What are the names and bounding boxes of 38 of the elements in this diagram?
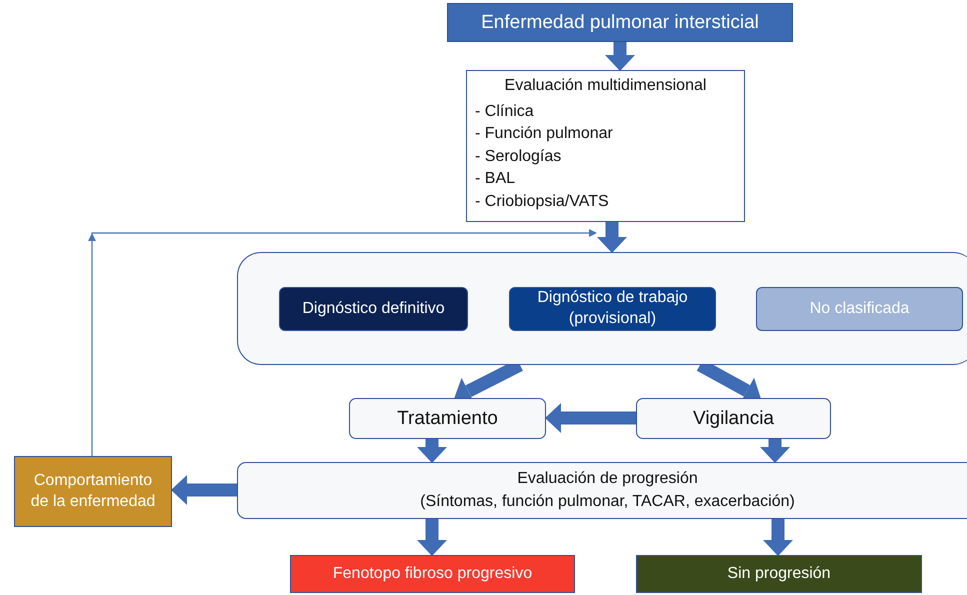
box-text: Evaluación de progresión [517,469,698,490]
box-text: Comportamiento de la enfermedad [30,470,156,512]
block-arrow [605,42,635,71]
category-box [756,287,963,331]
evaluation-box [466,70,745,222]
process-box [349,398,546,439]
list-item: - Serologías [475,146,562,167]
list-item: - BAL [475,169,516,190]
process-box [237,462,967,519]
group-panel [237,252,967,365]
box-text: Tratamiento [397,408,498,430]
box-text: Dignóstico de trabajo (provisional) [536,288,689,329]
category-box [14,456,172,527]
category-box [509,287,716,331]
box-text: Dignóstico definitivo [302,298,445,319]
box-text: Sin progresión [727,564,831,584]
box-heading: Evaluación multidimensional [504,77,708,95]
list-item: - Clínica [475,102,535,122]
box-text: Enfermedad pulmonar intersticial [481,12,759,34]
box-text: Vigilancia [693,408,774,430]
block-arrow [597,222,627,253]
box-text: (Síntomas, función pulmonar, TACAR, exacerbación) [420,492,795,512]
category-box [290,555,575,593]
category-box [636,555,922,593]
list-item: - Función pulmonar [475,124,614,144]
block-arrow [545,403,636,433]
block-arrow [171,475,237,505]
block-arrow [417,439,447,463]
block-arrow [417,519,447,556]
box-text: Fenotopo fibroso progresivo [332,564,532,584]
feedback-arrow [88,229,597,456]
block-arrow [760,439,790,463]
list-item: - Criobiopsia/VATS [475,192,610,212]
process-box [636,398,831,439]
title-box [447,3,793,42]
category-box [279,287,468,331]
box-text: No clasificada [810,298,910,319]
block-arrow [763,519,793,556]
